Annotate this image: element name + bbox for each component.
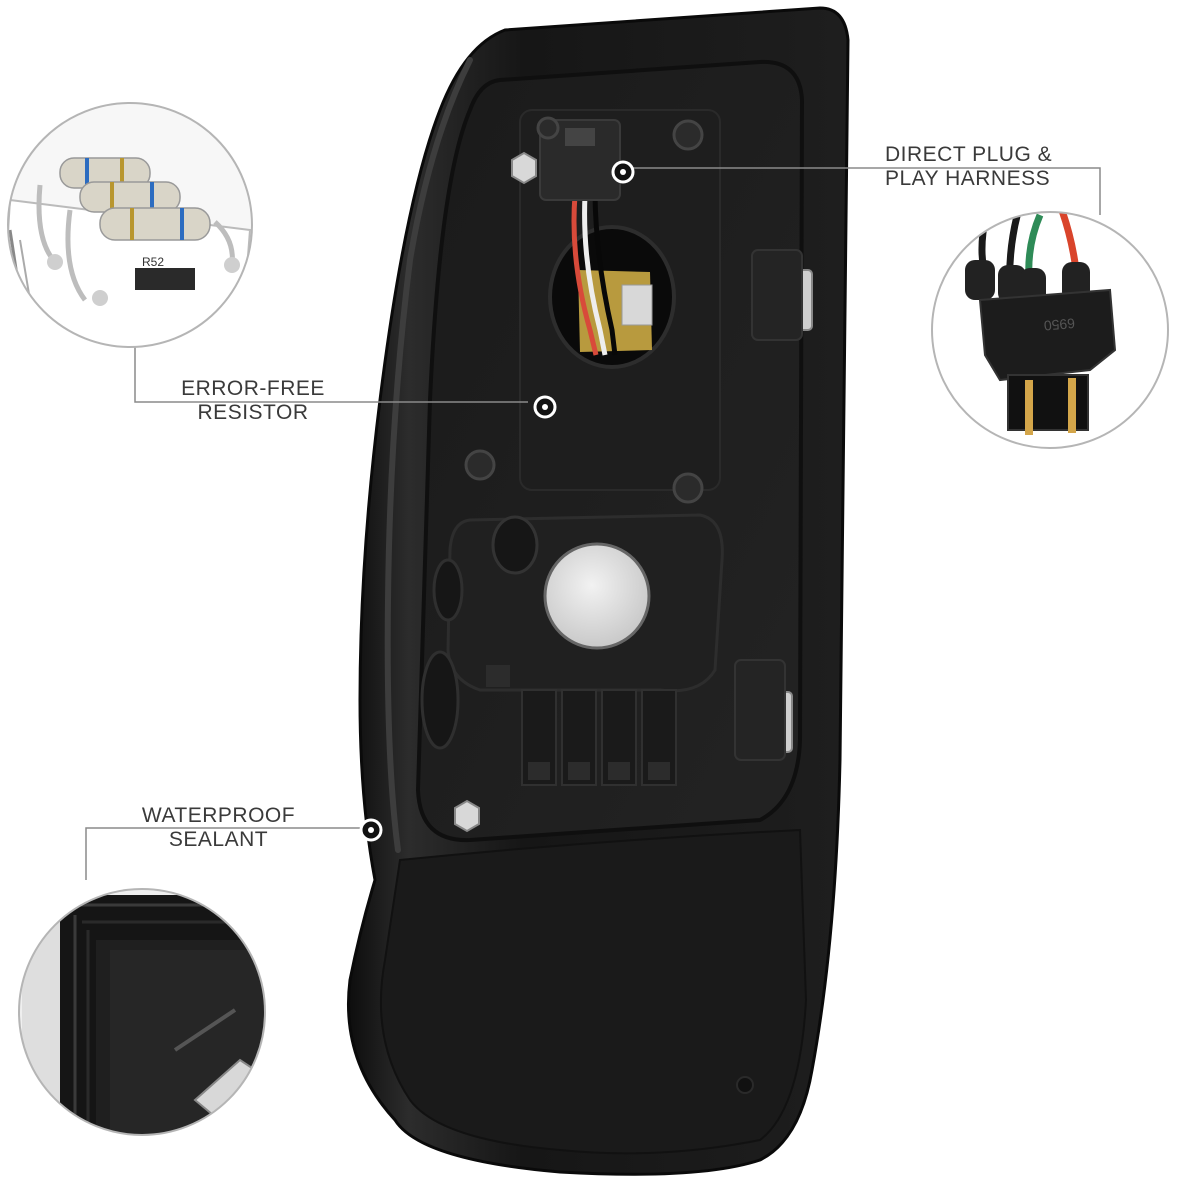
resistor-callout-label: ERROR-FREE RESISTOR <box>168 377 338 425</box>
side-lens-left <box>420 650 460 750</box>
sealant-detail-circle <box>18 888 266 1136</box>
sealant-callout-label: WATERPROOF SEALANT <box>126 804 311 852</box>
side-tab-lower <box>734 659 786 761</box>
callout-lines <box>85 160 1101 880</box>
reflector-ribs <box>486 665 677 786</box>
harness-detail-circle: 6950 <box>931 211 1169 449</box>
sealant-label-line2: SEALANT <box>168 828 269 851</box>
harness-callout-label: DIRECT PLUG & PLAY HARNESS <box>885 143 1105 191</box>
socket-wire-black <box>592 194 618 356</box>
harness-connector-marking: 6950 <box>1043 315 1076 334</box>
resistor-board-marking: R52 <box>142 255 164 269</box>
lower-flange-hole <box>736 1076 754 1094</box>
mount-post-2 <box>464 449 496 481</box>
resistor-detail-circle: R52 <box>7 102 253 348</box>
grommet-left <box>491 515 539 575</box>
socket-wire-white <box>582 194 608 356</box>
resistor-leader-line <box>134 345 528 403</box>
resistor-components <box>36 157 240 306</box>
harness-label-line1: DIRECT PLUG & <box>885 143 1053 166</box>
white-cap <box>543 542 651 650</box>
resistor-chip <box>135 268 195 290</box>
side-tab-upper <box>751 249 803 341</box>
housing-lower-flange <box>379 828 808 1155</box>
harness-label-line2: PLAY HARNESS <box>885 167 1051 190</box>
top-connector <box>539 119 621 201</box>
mount-post-4 <box>536 116 560 140</box>
bolt-lower-left <box>454 799 480 833</box>
socket-wire-red <box>571 194 599 356</box>
side-lens-left-upper <box>432 558 464 622</box>
harness-leader-line <box>628 167 1101 215</box>
mount-post-1 <box>672 119 704 151</box>
bolt-upper-left <box>511 151 537 185</box>
tail-light-housing <box>346 6 850 1176</box>
resistor-label-line2: RESISTOR <box>197 401 309 424</box>
mount-post-3 <box>672 472 704 504</box>
sealant-label-line1: WATERPROOF <box>141 804 296 827</box>
sealant-leader-line <box>85 827 360 880</box>
bulb-clip <box>621 284 653 326</box>
resistor-label-line1: ERROR-FREE <box>181 377 325 400</box>
top-connector-latch <box>565 128 595 146</box>
housing-rim-highlight <box>384 57 473 853</box>
harness-connector <box>978 288 1117 382</box>
